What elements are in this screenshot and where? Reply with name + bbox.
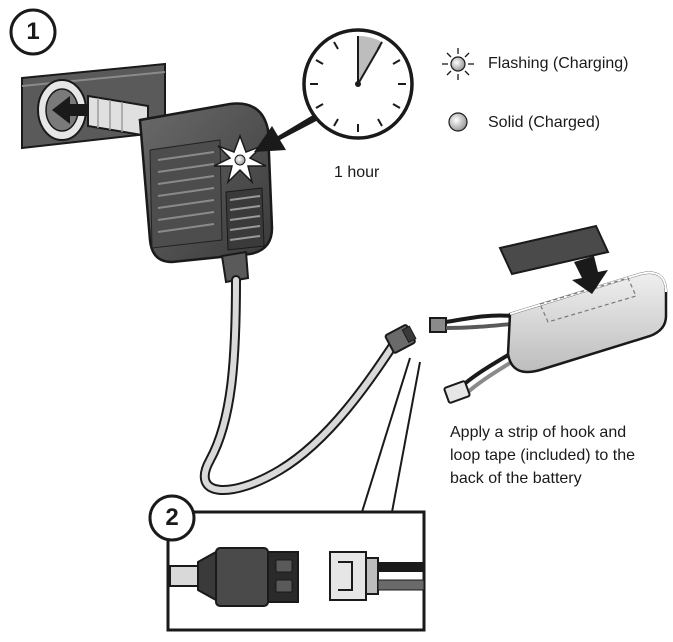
timer-label: 1 hour <box>334 164 380 181</box>
charger-plug <box>87 94 149 138</box>
callout-line <box>361 357 411 513</box>
legend-flashing-label: Flashing (Charging) <box>488 55 629 72</box>
car-charger <box>138 102 274 284</box>
clock-icon <box>302 28 414 140</box>
step-2-number: 2 <box>165 504 179 531</box>
tape-instruction-line-3: back of the battery <box>450 470 582 487</box>
callout-line <box>391 361 421 513</box>
solid-led-icon <box>448 112 468 132</box>
hook-loop-tape <box>498 224 610 276</box>
timer-arrow-icon <box>254 112 322 152</box>
flashing-led-icon <box>442 48 474 80</box>
legend-solid-label: Solid (Charged) <box>488 114 601 131</box>
step-2-badge <box>148 494 196 542</box>
inset-battery-connector <box>329 551 425 601</box>
battery-pack <box>506 271 668 374</box>
charger-connector <box>384 324 417 354</box>
tape-arrow-icon <box>572 256 608 294</box>
insert-arrow-icon <box>52 96 90 124</box>
battery-connector <box>429 313 513 333</box>
step-1-number: 1 <box>26 18 40 45</box>
step-1-badge <box>9 8 57 56</box>
inset-charger-connector <box>169 547 299 607</box>
tape-instruction-line-1: Apply a strip of hook and <box>450 424 627 441</box>
tape-instruction-line-2: loop tape (included) to the <box>450 447 636 464</box>
